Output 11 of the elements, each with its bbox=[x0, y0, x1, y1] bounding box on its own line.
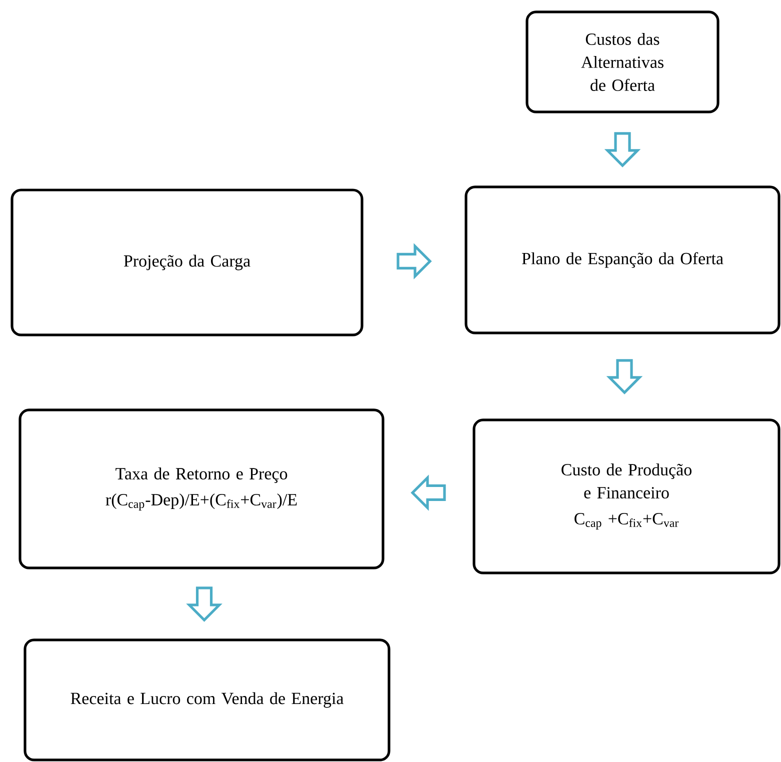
block-arrow bbox=[396, 243, 432, 280]
block-arrow bbox=[410, 474, 446, 511]
process-box: Projeção da Carga bbox=[10, 188, 364, 336]
block-arrow bbox=[604, 132, 641, 168]
process-box: Custo de Produção e Financeiro C$_{cap}$ +C$_{fix}$+C$_{var}$ bbox=[472, 418, 780, 574]
block-arrow bbox=[186, 586, 222, 622]
block-arrow bbox=[606, 359, 643, 394]
process-box: Receita e Lucro com Venda de Energia bbox=[24, 638, 390, 762]
process-box: Custos das Alternativas de Oferta bbox=[526, 10, 720, 114]
process-box: Plano de Espanção da Oferta bbox=[464, 186, 780, 334]
process-box: Taxa de Retorno e Preço r(C$_{cap}$-Dep)/E+(C$_{fix}$+C$_{var}$)/E bbox=[18, 408, 384, 570]
